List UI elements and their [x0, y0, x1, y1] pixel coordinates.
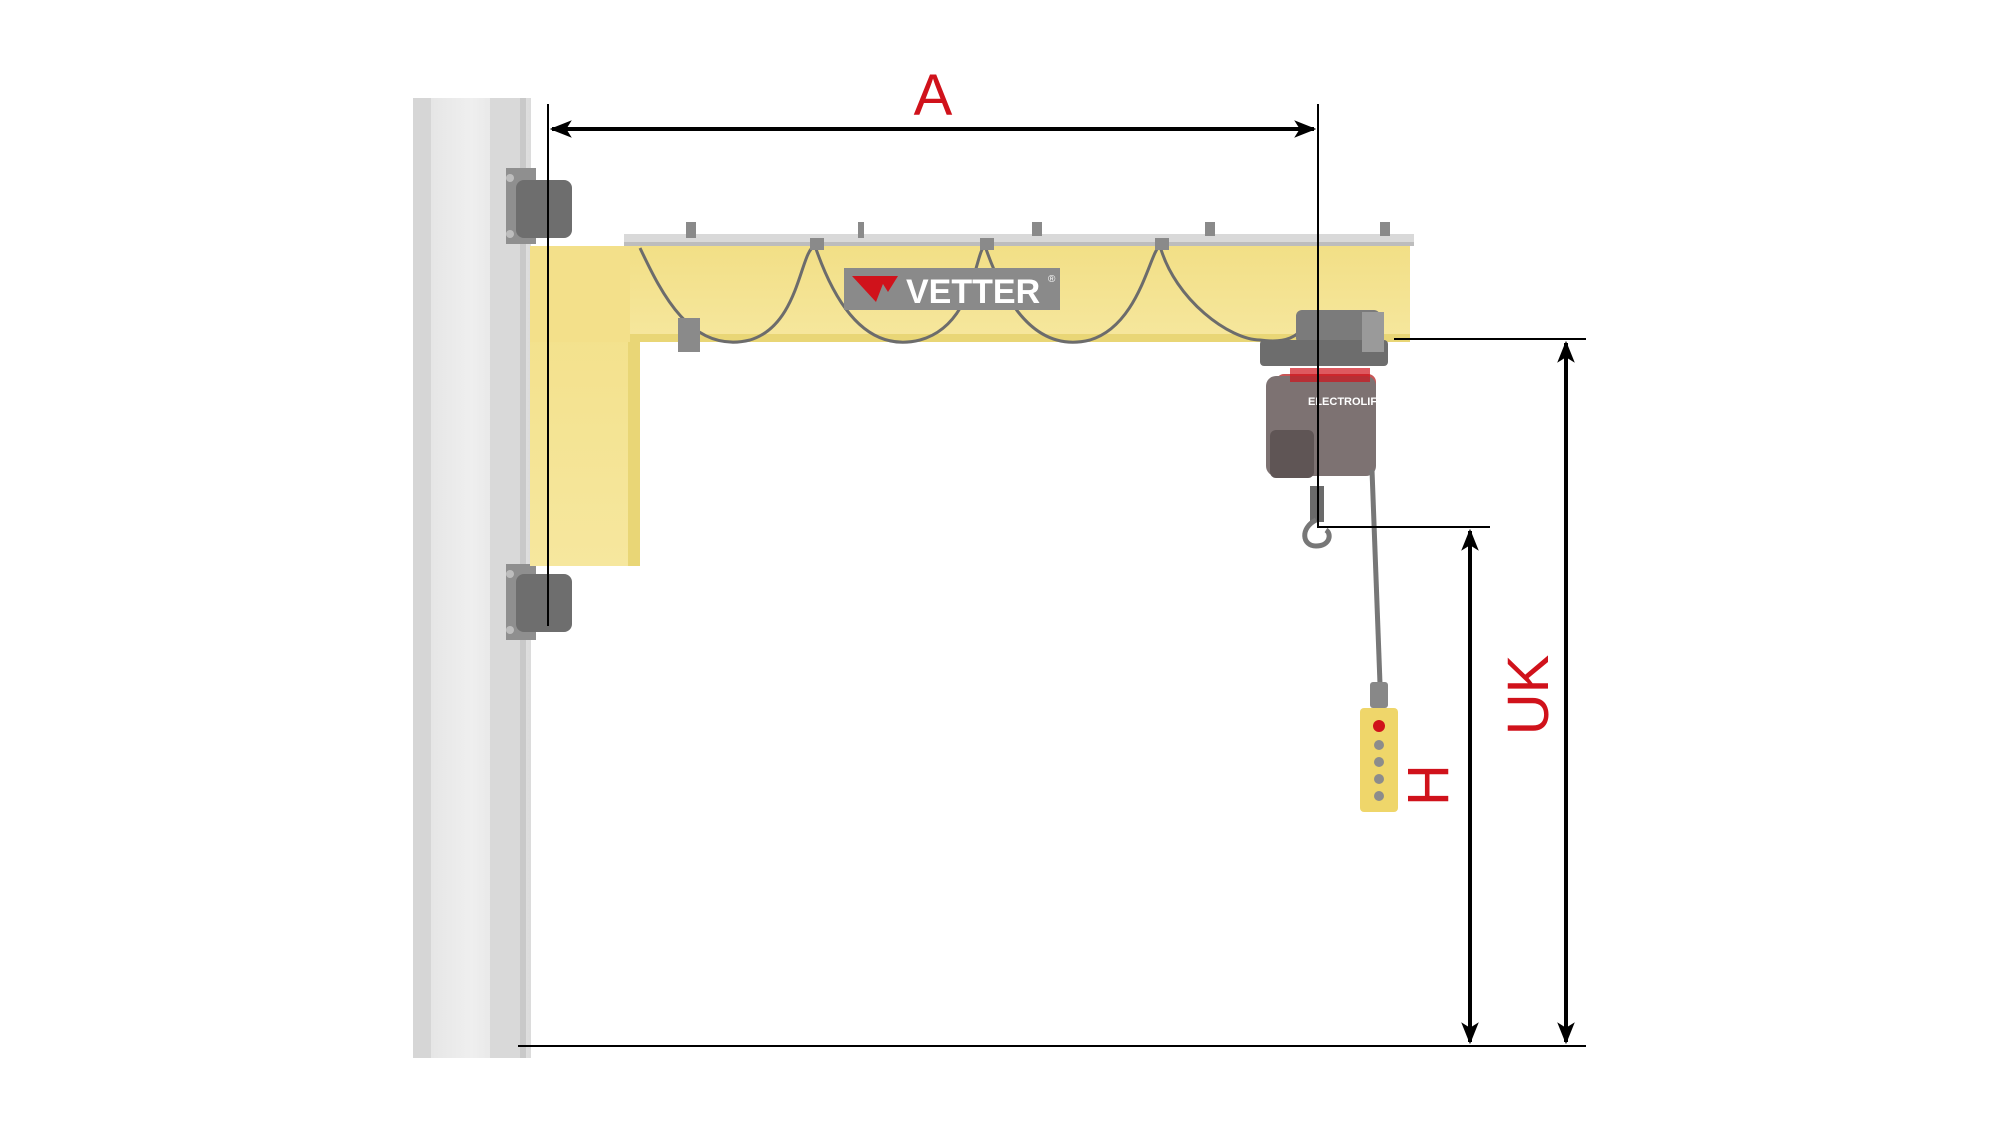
- pendant-control: [1360, 469, 1398, 812]
- electric-chain-hoist: ELECTROLIFT: [1266, 368, 1384, 549]
- hook-icon: [1302, 517, 1332, 549]
- top-rail: [624, 234, 1414, 244]
- column-flange-left: [413, 98, 431, 1058]
- dimension-arrows: [549, 120, 1575, 1045]
- vetter-logo: VETTER ®: [844, 268, 1060, 311]
- dimension-label-a: A: [914, 63, 953, 128]
- logo-text: VETTER: [906, 273, 1040, 311]
- logo-v-mark-icon: [852, 276, 886, 302]
- hoist-label: ELECTROLIFT: [1308, 396, 1384, 408]
- dimension-label-uk: UK: [1496, 654, 1561, 735]
- upper-roller: [516, 180, 572, 238]
- festoon-loop-1: [638, 244, 816, 344]
- dimension-label-h: H: [1396, 764, 1461, 806]
- pendant-cable: [1369, 469, 1383, 685]
- upper-bearing-bracket: [506, 168, 572, 244]
- dimension-reference-lines: [518, 104, 1586, 1047]
- logo-registered-mark: ®: [1048, 274, 1056, 285]
- rail-hangers: [678, 222, 1390, 352]
- lower-bearing-bracket: [506, 564, 572, 640]
- emergency-stop-icon: [1373, 720, 1385, 732]
- lower-roller: [516, 574, 572, 632]
